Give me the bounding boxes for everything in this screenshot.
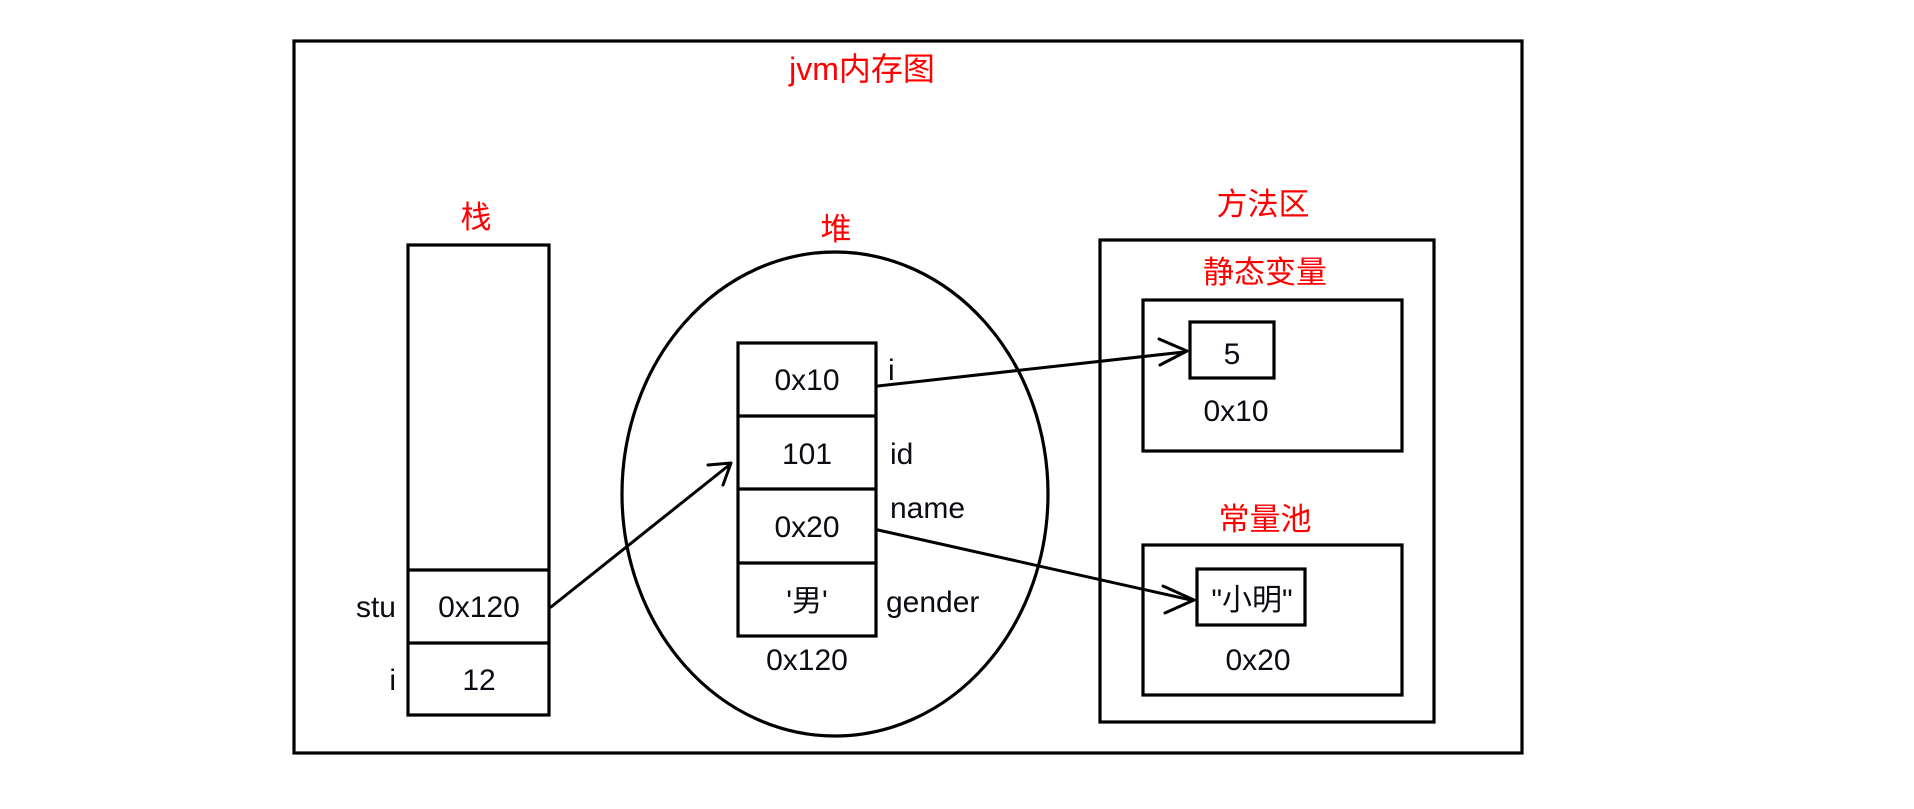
constant-pool-address: 0x20 xyxy=(1225,644,1290,677)
heap-label: 堆 xyxy=(821,212,852,247)
constant-pool-value-box xyxy=(1195,567,1307,627)
arrow-heap-name-to-constant-pool xyxy=(876,528,1196,615)
heap-field-0-value: 0x10 xyxy=(774,364,839,397)
stack-slot-1-name: i xyxy=(389,664,396,697)
heap-ellipse xyxy=(620,250,1050,738)
stack-slot-0-name: stu xyxy=(356,591,396,624)
constant-pool-label: 常量池 xyxy=(1219,502,1312,537)
heap-field-2-name: name xyxy=(890,492,965,525)
arrow-stack-to-heap xyxy=(549,461,733,609)
heap-field-1-value: 101 xyxy=(782,438,832,471)
stack-slot-1-value: 12 xyxy=(462,664,495,697)
stack-label: 栈 xyxy=(461,200,492,235)
page-title: jvm内存图 xyxy=(788,51,935,87)
constant-pool-value: "小明" xyxy=(1211,584,1292,617)
heap-field-1-name: id xyxy=(890,438,913,471)
heap-field-2-value: 0x20 xyxy=(774,511,839,544)
heap-field-3-name: gender xyxy=(886,586,979,619)
arrow-heap-i-to-static xyxy=(876,337,1189,388)
heap-object-address: 0x120 xyxy=(766,644,848,677)
heap-field-0-name: i xyxy=(888,354,895,387)
heap-field-3-value: '男' xyxy=(786,585,827,618)
stack-slot-0-value: 0x120 xyxy=(438,591,520,624)
outer-frame xyxy=(292,39,1524,755)
static-variables-label: 静态变量 xyxy=(1203,255,1327,290)
stack-box xyxy=(406,243,551,717)
method-area-label: 方法区 xyxy=(1217,187,1310,222)
static-variable-address: 0x10 xyxy=(1203,395,1268,428)
static-variable-value: 5 xyxy=(1224,338,1241,371)
static-variable-value-box xyxy=(1188,320,1276,380)
